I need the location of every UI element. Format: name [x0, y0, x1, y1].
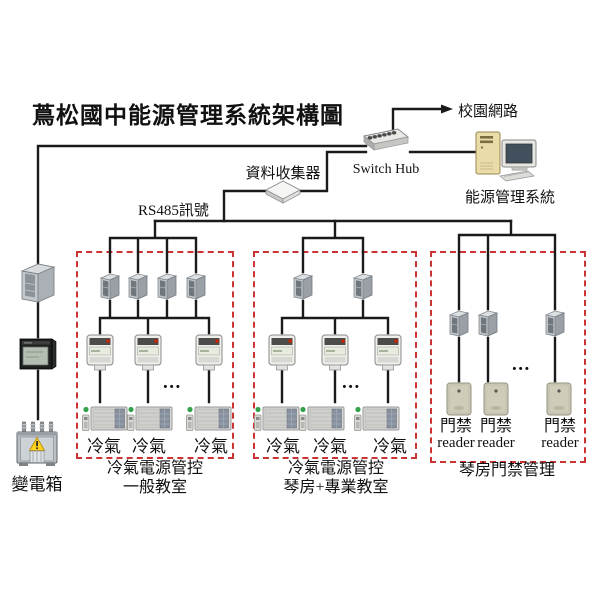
ellipsis: ... — [512, 354, 531, 375]
campus-network-label: 校園網路 — [458, 104, 519, 120]
line-main-to-hub — [36, 144, 368, 265]
zone3-reader-links — [457, 336, 557, 383]
campus-arrowhead — [441, 104, 453, 114]
zone3-feeders — [457, 219, 557, 311]
zone1-caption: 冷氣電源管控 一般教室 — [95, 459, 215, 497]
air-conditioner-icon — [354, 406, 400, 431]
line-collector-to-hub — [298, 150, 368, 193]
power-meter-icon — [195, 334, 223, 371]
power-meter-icon — [134, 334, 162, 371]
air-conditioner-icon — [254, 406, 300, 431]
power-meter-icon — [321, 334, 349, 371]
control-cabinet-icon — [545, 310, 565, 337]
ac-unit-label: 冷氣 — [132, 437, 166, 456]
zone3-caption-line1: 琴房門禁管理 — [458, 462, 555, 479]
power-meter-icon — [374, 334, 402, 371]
zone3-caption: 琴房門禁管理 — [447, 461, 567, 480]
power-meter-icon — [268, 334, 296, 371]
zone1-caption-line2: 一般教室 — [122, 479, 187, 496]
ac-unit-label: 冷氣 — [313, 437, 347, 456]
power-cabinet-icon — [21, 263, 55, 303]
air-conditioner-icon — [299, 406, 345, 431]
control-cabinet-icon — [157, 273, 177, 300]
zone2-meter-links — [280, 299, 390, 335]
control-cabinet-icon — [128, 273, 148, 300]
zone2-caption-line2: 琴房+專業教室 — [283, 479, 389, 496]
control-cabinet-icon — [293, 273, 313, 300]
door-reader-label: 門禁 reader — [431, 418, 481, 452]
page-title: 蔦松國中能源管理系統架構圖 — [32, 103, 344, 128]
door-reader-label: 門禁 reader — [471, 418, 521, 452]
zone1-meter-links — [98, 299, 211, 335]
card-reader-icon — [546, 382, 572, 416]
reader-label: reader — [477, 435, 515, 451]
ac-unit-label: 冷氣 — [266, 437, 300, 456]
data-collector-icon — [265, 180, 301, 204]
zone1-feeders — [108, 219, 198, 274]
ellipsis: ... — [163, 372, 182, 393]
control-cabinet-icon — [449, 310, 469, 337]
ellipsis: ... — [342, 372, 361, 393]
door-label: 門禁 — [439, 418, 472, 435]
air-conditioner-icon — [127, 406, 173, 431]
zone2-caption: 冷氣電源管控 琴房+專業教室 — [266, 459, 406, 497]
zone1-caption-line1: 冷氣電源管控 — [106, 460, 203, 477]
switch-hub-icon — [363, 128, 409, 151]
switch-hub-label: Switch Hub — [352, 162, 420, 177]
rs485-label: RS485訊號 — [138, 203, 209, 219]
zone-access-control — [430, 251, 586, 463]
data-collector-label: 資料收集器 — [245, 166, 321, 182]
zone2-caption-line1: 冷氣電源管控 — [287, 460, 384, 477]
control-cabinet-icon — [186, 273, 206, 300]
control-cabinet-icon — [100, 273, 120, 300]
ac-unit-label: 冷氣 — [373, 437, 407, 456]
air-conditioner-icon — [82, 406, 128, 431]
door-label: 門禁 — [479, 418, 512, 435]
transformer-label: 變電箱 — [11, 475, 63, 494]
door-label: 門禁 — [543, 418, 576, 435]
ems-computer-icon — [475, 131, 537, 182]
connector-lines — [36, 104, 557, 421]
ac-unit-label: 冷氣 — [194, 437, 228, 456]
air-conditioner-icon — [186, 406, 232, 431]
card-reader-icon — [446, 382, 472, 416]
power-meter-icon — [86, 334, 114, 371]
digital-panel-meter-icon — [19, 338, 57, 370]
ems-label: 能源管理系統 — [464, 190, 555, 206]
reader-label: reader — [437, 435, 475, 451]
card-reader-icon — [483, 382, 509, 416]
reader-label: reader — [541, 435, 579, 451]
zone2-feeders — [301, 219, 365, 274]
zone2-ac-links — [280, 369, 390, 404]
line-hub-to-campus — [391, 107, 443, 132]
transformer-icon — [16, 421, 58, 467]
zone-musicroom-ac — [253, 251, 417, 459]
zone1-ac-links — [98, 369, 211, 404]
ac-unit-label: 冷氣 — [87, 437, 121, 456]
zone-classroom-ac — [76, 251, 234, 459]
line-collector-to-bus — [222, 189, 268, 223]
control-cabinet-icon — [478, 310, 498, 337]
control-cabinet-icon — [353, 273, 373, 300]
door-reader-label: 門禁 reader — [534, 418, 586, 452]
